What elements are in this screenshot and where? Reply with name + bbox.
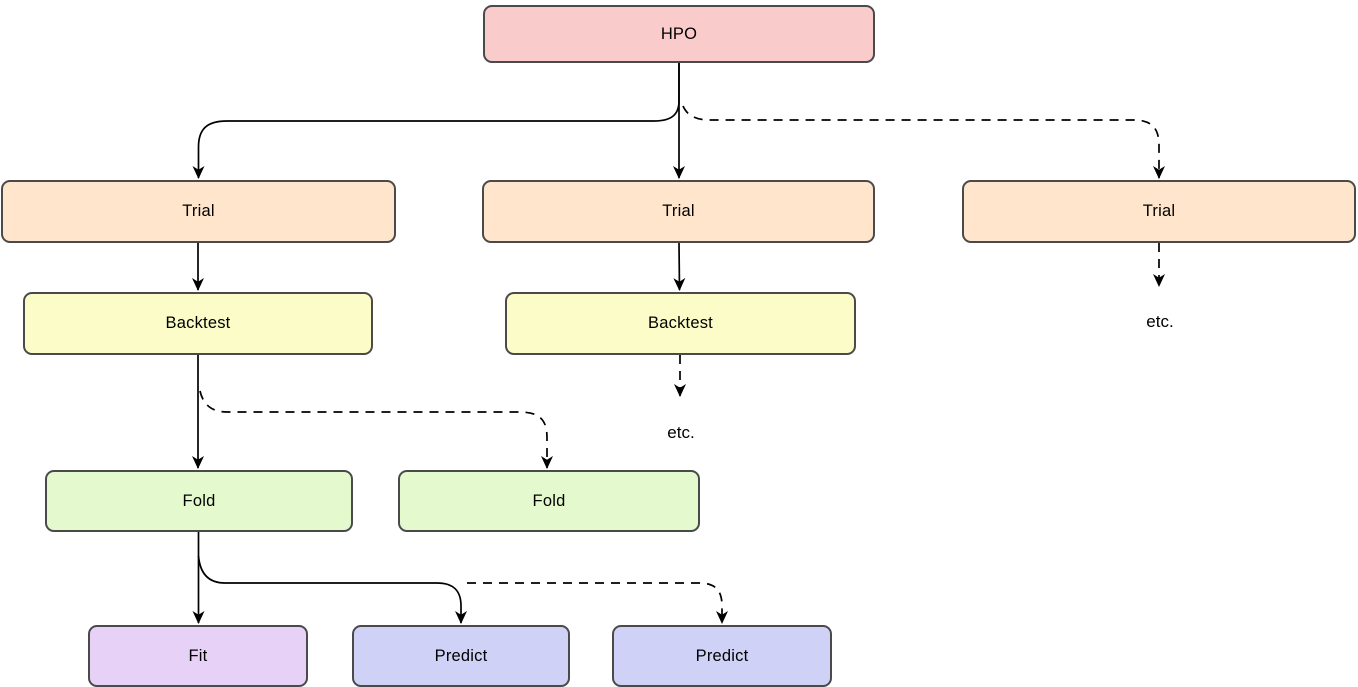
node-trial-2: Trial xyxy=(482,180,875,243)
node-label: Backtest xyxy=(648,314,713,332)
node-hpo: HPO xyxy=(483,5,875,63)
edge-fold-1-predict-2 xyxy=(467,582,728,624)
node-label: Fold xyxy=(532,491,566,510)
edge-fold-1-predict-1 xyxy=(197,555,467,624)
node-label: Predict xyxy=(434,646,488,665)
node-label: HPO xyxy=(660,24,698,43)
node-fold-1: Fold xyxy=(45,470,353,532)
node-backtest-2: Backtest xyxy=(505,292,856,355)
node-trial-1: Trial xyxy=(1,180,396,243)
node-label: Trial xyxy=(182,202,215,220)
etc-label-right: etc. xyxy=(1146,312,1174,331)
node-label: Trial xyxy=(662,202,695,220)
node-label: Predict xyxy=(695,646,749,665)
node-label: Fit xyxy=(188,646,208,665)
etc-label-middle: etc. xyxy=(667,423,695,442)
node-predict-2: Predict xyxy=(612,625,832,687)
edge-hpo-trial-1 xyxy=(192,63,680,179)
edge-trial-2-backtest-2 xyxy=(673,242,686,291)
node-label: Backtest xyxy=(165,314,231,332)
node-fit: Fit xyxy=(88,625,308,687)
node-backtest-1: Backtest xyxy=(23,292,373,355)
node-trial-3: Trial xyxy=(962,180,1356,243)
node-label: Trial xyxy=(1142,202,1176,220)
node-label: Fold xyxy=(182,491,216,510)
edge-hpo-trial-3 xyxy=(682,105,1165,179)
node-predict-1: Predict xyxy=(352,625,570,687)
node-fold-2: Fold xyxy=(398,470,700,532)
edge-backtest-1-fold-2 xyxy=(199,390,553,469)
